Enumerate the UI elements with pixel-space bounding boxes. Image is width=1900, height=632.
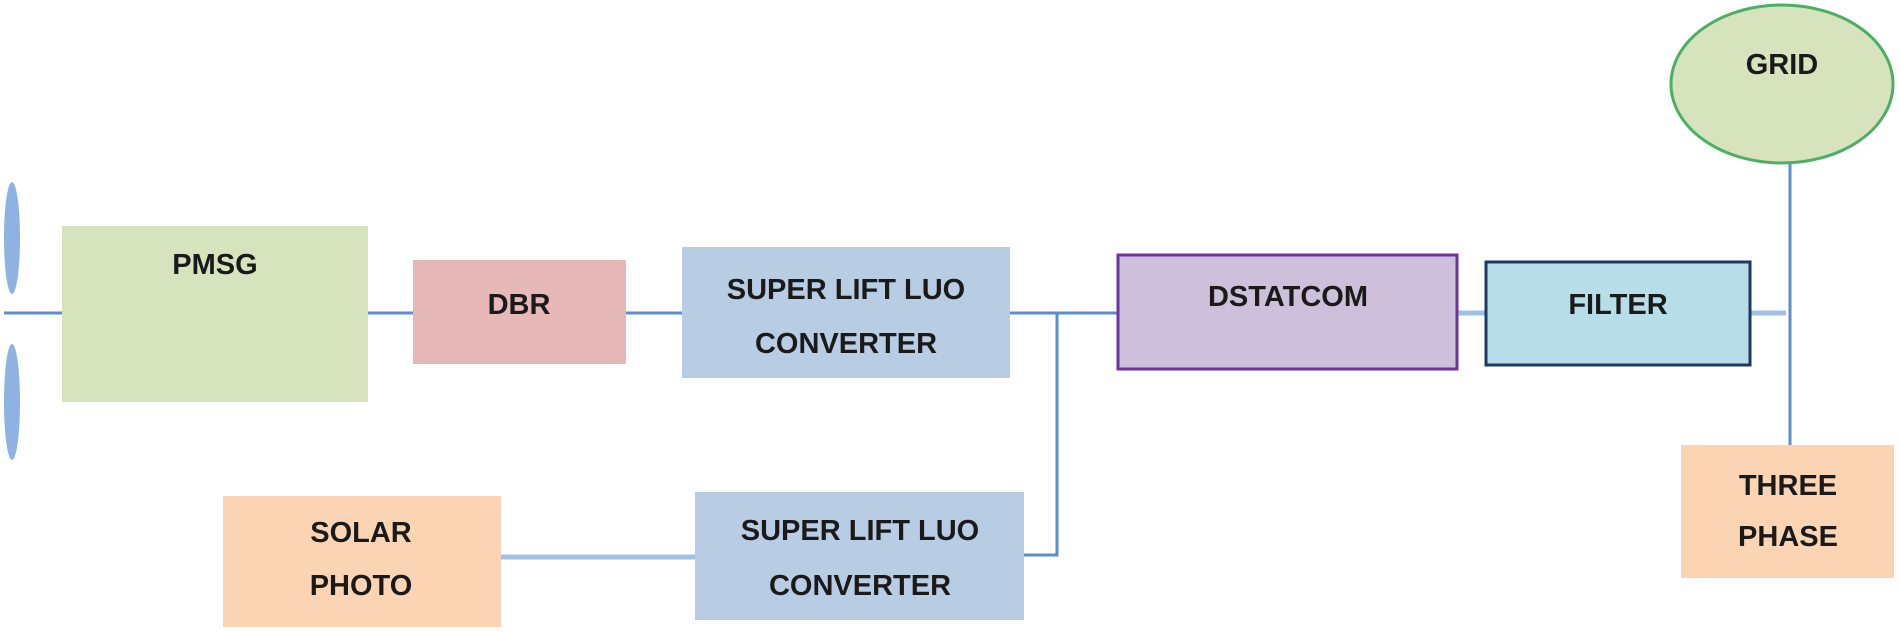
dbr-rect	[413, 260, 626, 364]
luo-converter-bottom-line1: SUPER LIFT LUO	[741, 515, 979, 547]
luo-converter-top-rect	[682, 247, 1010, 378]
filter-label: FILTER	[1568, 289, 1667, 321]
luo-converter-top-line2: CONVERTER	[755, 328, 937, 360]
three-phase-line2: PHASE	[1738, 521, 1838, 553]
wire-luo-bottom-junction	[1024, 313, 1059, 557]
turbine-blade-upper	[4, 182, 20, 294]
solar-photo-line2: PHOTO	[310, 570, 413, 602]
solar-photo-rect	[223, 496, 501, 627]
filter-block: FILTER	[1484, 260, 1752, 367]
luo-converter-bottom-block: SUPER LIFT LUO CONVERTER	[695, 492, 1024, 620]
pmsg-label: PMSG	[172, 249, 257, 281]
connection-wires	[4, 163, 1792, 560]
dbr-label: DBR	[488, 289, 551, 321]
dstatcom-rect	[1116, 253, 1459, 371]
luo-converter-bottom-line2: CONVERTER	[769, 570, 951, 602]
pmsg-rect	[62, 226, 368, 402]
luo-converter-bottom-rect	[695, 492, 1024, 620]
solar-photo-block: SOLAR PHOTO	[223, 496, 501, 627]
grid-ellipse	[1669, 3, 1895, 165]
wind-turbine-blade-icon	[4, 182, 20, 460]
dstatcom-block: DSTATCOM	[1116, 253, 1459, 371]
three-phase-block: THREE PHASE	[1681, 445, 1894, 578]
luo-converter-top-line1: SUPER LIFT LUO	[727, 274, 965, 306]
pmsg-block: PMSG	[62, 226, 368, 402]
three-phase-rect	[1681, 445, 1894, 578]
turbine-blade-lower	[4, 344, 20, 460]
filter-rect	[1484, 260, 1752, 367]
grid-label: GRID	[1746, 49, 1819, 81]
three-phase-line1: THREE	[1739, 470, 1837, 502]
grid-node: GRID	[1669, 3, 1895, 165]
dstatcom-label: DSTATCOM	[1208, 281, 1368, 313]
dbr-block: DBR	[413, 260, 626, 364]
solar-photo-line1: SOLAR	[310, 517, 412, 549]
luo-converter-top-block: SUPER LIFT LUO CONVERTER	[682, 247, 1010, 378]
